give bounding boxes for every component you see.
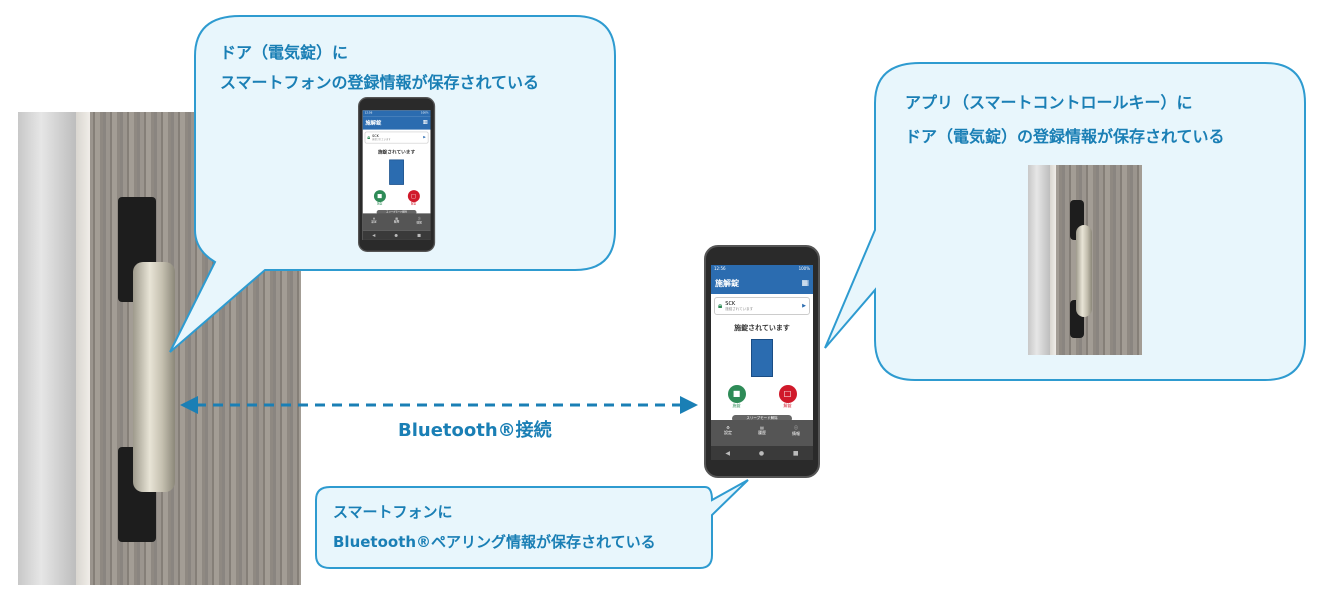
sleep-button[interactable]: スリープモード解除 [732, 415, 792, 422]
bubble-door-line2: スマートフォンの登録情報が保存されている [220, 73, 540, 92]
lock-label: 施錠 [732, 403, 741, 408]
connection-label: Bluetooth®接続 [398, 420, 552, 441]
bubble-door-line1: ドア（電気錠）に [220, 43, 349, 62]
status-battery: 100% [798, 266, 810, 271]
lock-button[interactable]: ■ [727, 385, 746, 403]
door-photo [18, 112, 301, 585]
recent-icon[interactable]: ■ [792, 449, 799, 457]
bubble-phone-line1: スマートフォンに [333, 503, 453, 521]
device-name: SCK [725, 300, 736, 307]
home-icon[interactable]: ● [758, 449, 765, 457]
unlock-label: 解錠 [783, 403, 792, 408]
unlock-button[interactable]: □ [778, 385, 797, 403]
bubble-phone-line2: Bluetooth®ペアリング情報が保存されている [333, 533, 656, 551]
bubble-door-text: ドア（電気錠）に スマートフォンの登録情報が保存されている [220, 38, 539, 98]
lock-status: 施錠されています [734, 324, 790, 332]
nav-history[interactable]: ▤履歴 [758, 425, 766, 435]
status-time: 12:56 [714, 266, 726, 271]
bubble-app-line2: ドア（電気錠）の登録情報が保存されている [905, 127, 1225, 146]
device-status: 施錠されています [725, 306, 754, 311]
app-title: 施解錠 [715, 279, 739, 288]
bubble-app-line1: アプリ（スマートコントロールキー）に [905, 93, 1193, 112]
back-icon[interactable]: ◀ [725, 449, 731, 457]
door-thumbnail [1028, 165, 1142, 355]
nav-settings[interactable]: ⚙設定 [724, 425, 732, 435]
lock-icon: 🔒︎ [367, 134, 371, 141]
lock-icon: 🔒︎ [718, 301, 723, 310]
bubble-app-text: アプリ（スマートコントロールキー）に ドア（電気錠）の登録情報が保存されている [905, 86, 1225, 154]
door-icon [751, 339, 773, 377]
bubble-phone-text: スマートフォンに Bluetooth®ペアリング情報が保存されている [333, 497, 656, 557]
door-handle [133, 262, 175, 492]
qr-icon: ▦ [422, 118, 428, 125]
qr-icon[interactable]: ▦ [801, 278, 809, 287]
chevron-right-icon: ▶ [802, 303, 806, 309]
